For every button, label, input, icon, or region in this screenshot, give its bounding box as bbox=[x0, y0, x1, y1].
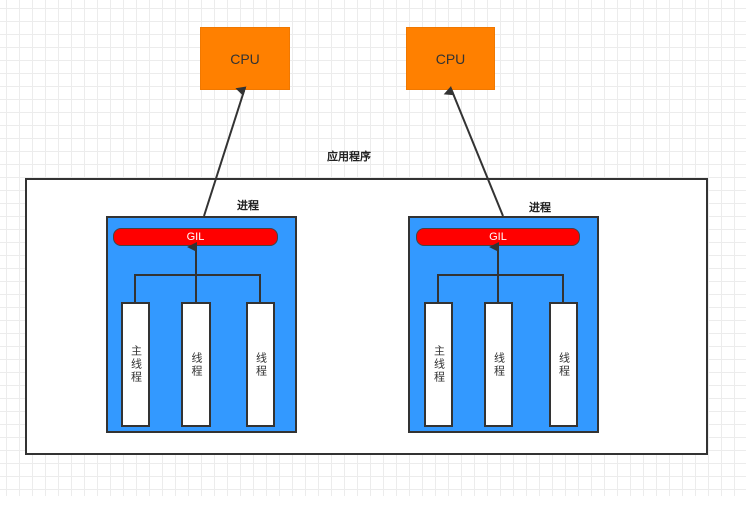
process-label-2: 进程 bbox=[529, 202, 551, 214]
application-label: 应用程序 bbox=[327, 151, 371, 163]
arrow-process2-to-cpu2 bbox=[443, 85, 504, 217]
thread-box-2-3[interactable]: 线程 bbox=[549, 302, 578, 427]
thread-connector-1 bbox=[134, 274, 261, 302]
arrow-process1-to-cpu1 bbox=[203, 86, 247, 217]
thread-box-2-2[interactable]: 线程 bbox=[484, 302, 513, 427]
cpu-box-2[interactable]: CPU bbox=[406, 27, 495, 90]
thread-box-main-1[interactable]: 主线程 bbox=[121, 302, 150, 427]
thread-connector-2 bbox=[437, 274, 564, 302]
thread-box-1-3[interactable]: 线程 bbox=[246, 302, 275, 427]
thread-box-main-2[interactable]: 主线程 bbox=[424, 302, 453, 427]
process-label-1: 进程 bbox=[237, 200, 259, 212]
thread-box-1-2[interactable]: 线程 bbox=[181, 302, 211, 427]
